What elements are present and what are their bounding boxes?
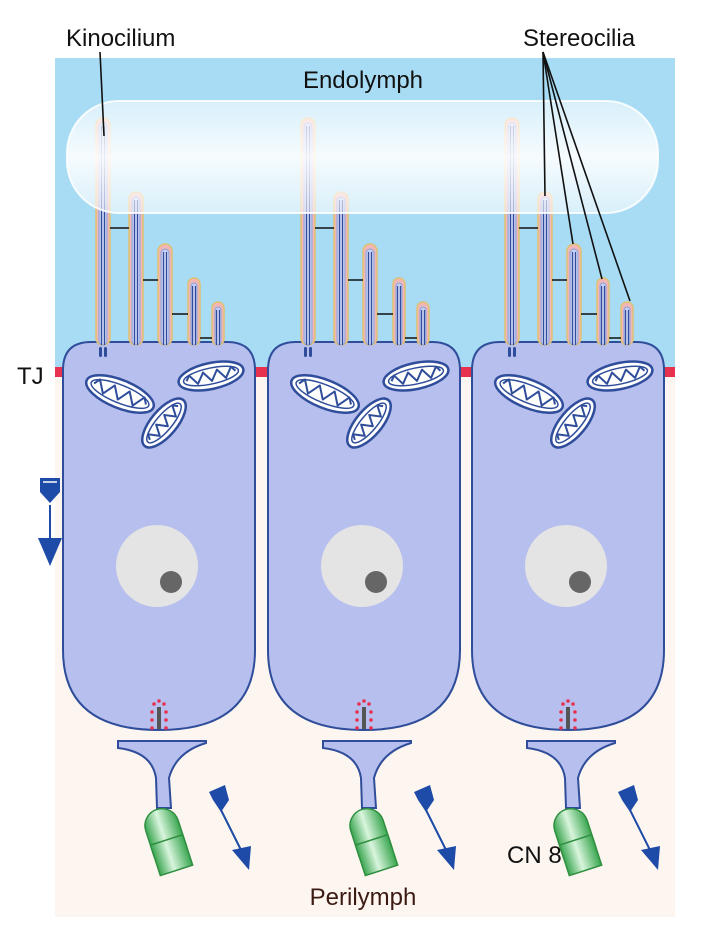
stereocilium [187, 277, 201, 346]
synaptic-ribbon [566, 707, 570, 729]
tight-junction-label: TJ [17, 363, 44, 390]
afferent-terminal [526, 740, 616, 809]
ion-flow-arrow [209, 785, 251, 870]
perilymph-label: Perilymph [310, 884, 417, 911]
mitochondrion [84, 374, 156, 414]
nucleus [116, 525, 198, 607]
stereocilium [537, 191, 553, 346]
synaptic-ribbon [362, 707, 366, 729]
kinocilium-label: Kinocilium [66, 25, 175, 52]
stereocilium [620, 301, 634, 346]
stereocilium [333, 191, 349, 346]
nucleolus [365, 571, 387, 593]
hair-cell [267, 117, 461, 877]
cranial-nerve-label: CN 8 [507, 842, 562, 869]
stereocilium [596, 277, 610, 346]
stereocilium [211, 301, 225, 346]
ion-flow-arrow-left [38, 478, 62, 566]
stereocilia-label: Stereocilia [523, 25, 636, 52]
basal-body [508, 347, 511, 357]
stereocilium [362, 243, 378, 346]
nerve-fiber [349, 807, 399, 877]
synaptic-ribbon [157, 707, 161, 729]
mitochondrion [289, 374, 361, 414]
mitochondrion [493, 374, 565, 414]
tectorial-membrane [66, 100, 659, 214]
mitochondrion [346, 397, 392, 449]
stereocilia-leader-lines [542, 51, 631, 302]
ion-flow-arrow [618, 785, 660, 870]
stereocilium [128, 191, 144, 346]
hair-bundle [300, 117, 430, 346]
mitochondrion [550, 397, 596, 449]
basal-body [304, 347, 307, 357]
mitochondrion [586, 360, 654, 392]
kinocilium-leader-line [99, 51, 105, 137]
ion-flow-arrow [414, 785, 456, 870]
nerve-fiber [553, 807, 603, 877]
endolymph-label: Endolymph [303, 67, 423, 94]
nucleus [525, 525, 607, 607]
stereocilium [157, 243, 173, 346]
mitochondrion [177, 360, 245, 392]
stereocilium [416, 301, 430, 346]
mitochondrion [382, 360, 450, 392]
nucleus [321, 525, 403, 607]
nerve-fiber [144, 807, 194, 877]
nucleolus [160, 571, 182, 593]
afferent-terminal [322, 740, 412, 809]
afferent-terminal [117, 740, 207, 809]
hair-cell [471, 117, 665, 877]
stereocilium [392, 277, 406, 346]
mitochondrion [141, 397, 187, 449]
nucleolus [569, 571, 591, 593]
basal-body [99, 347, 102, 357]
stereocilium [566, 243, 582, 346]
